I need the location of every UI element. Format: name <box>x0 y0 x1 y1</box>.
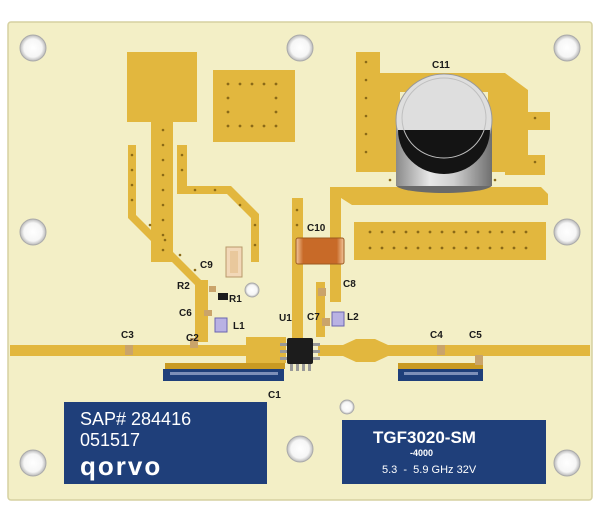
drain-bias-bus <box>341 187 548 205</box>
transistor-u1 <box>280 338 320 371</box>
label-c9: C9 <box>200 260 213 271</box>
mounting-hole-top-left <box>19 34 47 62</box>
drain-via-pad <box>354 222 546 260</box>
gate-bias-trace <box>151 122 173 262</box>
part-number: TGF3020-SM <box>373 428 476 447</box>
right-info-panel: TGF3020-SM -4000 5.3 - 5.9 GHz 32V <box>342 420 546 484</box>
drain-trace <box>292 198 303 338</box>
gate-bias-pad <box>127 52 197 122</box>
capacitor-c11 <box>395 73 493 193</box>
mounting-hole-mid-left <box>19 218 47 246</box>
label-c7: C7 <box>307 312 320 323</box>
c11-footprint <box>380 73 550 175</box>
part-suffix: -4000 <box>410 448 433 458</box>
capacitor-c10 <box>295 237 345 265</box>
mounting-holes <box>19 34 581 477</box>
label-c3: C3 <box>121 330 134 341</box>
mounting-hole-bottom-left <box>19 449 47 477</box>
mounting-hole-top-center <box>286 34 314 62</box>
date-code: 051517 <box>80 430 140 450</box>
label-c5: C5 <box>469 330 482 341</box>
connector-strips <box>163 369 483 381</box>
label-c4: C4 <box>430 330 443 341</box>
via-hole-lower <box>339 399 355 415</box>
label-c10: C10 <box>307 223 326 234</box>
rf-input-trace <box>10 345 282 356</box>
label-c11: C11 <box>432 60 450 71</box>
label-u1: U1 <box>279 313 292 324</box>
label-l2: L2 <box>347 312 359 323</box>
sap-number: SAP# 284416 <box>80 409 191 429</box>
component-labels: C11 C10 C9 C8 C7 C6 C5 C4 C3 C2 C1 R1 R2… <box>121 60 482 401</box>
label-l1: L1 <box>233 321 245 332</box>
via-arrays <box>130 60 537 272</box>
frequency-spec: 5.3 - 5.9 GHz 32V <box>382 464 477 476</box>
copper-layer <box>10 52 590 369</box>
inductor-l2 <box>331 311 345 327</box>
label-c8: C8 <box>343 279 356 290</box>
label-c2: C2 <box>186 333 199 344</box>
resistor-r1 <box>218 293 228 300</box>
mounting-hole-top-right <box>553 34 581 62</box>
inductor-l1 <box>214 317 228 333</box>
label-c6: C6 <box>179 308 192 319</box>
label-r2: R2 <box>177 281 190 292</box>
rf-output-trace <box>343 339 590 362</box>
label-c1: C1 <box>268 390 281 401</box>
via-hole-center <box>244 282 260 298</box>
ground-via-pad <box>213 70 295 142</box>
mounting-hole-mid-right <box>553 218 581 246</box>
label-r1: R1 <box>229 294 242 305</box>
qorvo-logo: qorvo <box>80 451 162 481</box>
mounting-hole-bottom-right <box>553 449 581 477</box>
drain-supply-pad <box>356 52 380 172</box>
left-info-panel: SAP# 284416 051517 qorvo <box>64 402 267 484</box>
small-components <box>125 246 483 365</box>
mounting-hole-bottom-center <box>286 435 314 463</box>
